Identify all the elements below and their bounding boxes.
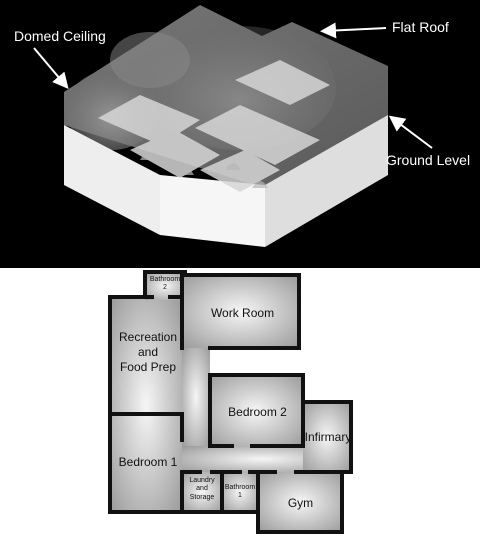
bathroom-2-label-line: Bathroom xyxy=(149,276,181,283)
isometric-view xyxy=(0,0,480,268)
bathroom-2-label: Bathroom 2 xyxy=(145,276,185,293)
gym-label: Gym xyxy=(287,496,314,510)
interior-openings xyxy=(140,153,268,188)
flat-roof-label: Flat Roof xyxy=(392,19,449,35)
interior-walls xyxy=(98,60,330,192)
floor-work-room xyxy=(182,275,299,348)
bedroom-2-label: Bedroom 2 xyxy=(228,405,287,419)
slab-front-left xyxy=(64,125,160,235)
recreation-label: Recreation and Food Prep xyxy=(112,330,184,375)
work-room-label: Work Room xyxy=(210,306,275,320)
flat-roof-arrow xyxy=(320,22,387,39)
floor-infirmary xyxy=(303,402,351,472)
bathroom-2-label-line: 2 xyxy=(163,284,167,292)
recreation-label-line: Recreation xyxy=(118,330,178,344)
bathroom-1-label: Bathroom 1 xyxy=(222,484,258,501)
domed-ceiling-arrow xyxy=(33,47,69,90)
ground-level-label: Ground Level xyxy=(386,152,471,168)
floor-bedroom-2 xyxy=(208,375,303,447)
laundry-label: Laundry and Storage xyxy=(182,477,222,502)
bathroom-1-label-line: Bathroom xyxy=(224,484,256,491)
walls xyxy=(108,270,353,534)
slab-front-right xyxy=(265,115,388,247)
recreation-label-line: and xyxy=(137,345,159,359)
ground-level-arrow xyxy=(388,115,433,149)
floor-plan xyxy=(108,270,353,534)
room-floors xyxy=(110,272,351,532)
floor-laundry xyxy=(182,472,222,512)
laundry-label-line: Storage xyxy=(189,493,215,501)
laundry-label-line: and xyxy=(196,485,208,493)
dome-back xyxy=(110,32,190,88)
floor-recreation-bedroom1 xyxy=(110,297,182,513)
bathroom-1-label-line: 1 xyxy=(238,492,242,500)
floor-bathroom-1 xyxy=(222,472,258,512)
bedroom-1-label: Bedroom 1 xyxy=(118,455,178,469)
floor-gym xyxy=(258,472,343,532)
slab-front-mid xyxy=(160,175,265,247)
recreation-label-line: Food Prep xyxy=(119,360,177,374)
laundry-label-line: Laundry xyxy=(189,477,215,484)
domed-ceiling-label: Domed Ceiling xyxy=(14,28,106,44)
infirmary-label: Infirmary xyxy=(304,430,352,444)
floor-corridor xyxy=(182,348,210,446)
